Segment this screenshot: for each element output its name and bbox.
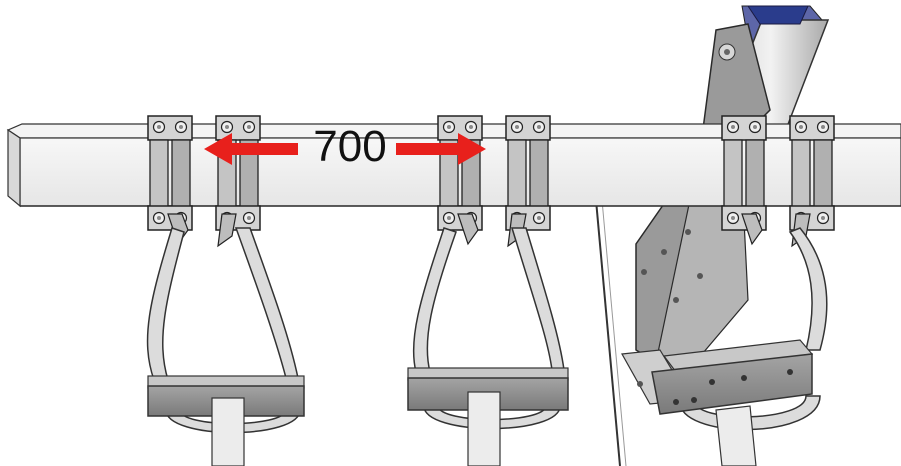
footrest-left — [146, 227, 305, 466]
bracket-group — [147, 115, 835, 248]
dimension-arrow-left — [204, 133, 298, 165]
dimension-arrow-right — [396, 133, 486, 165]
beam-clamp — [147, 115, 193, 246]
beam-clamp — [215, 115, 261, 248]
footrest-right — [651, 227, 828, 466]
frame-rails — [239, 199, 627, 466]
beam-clamp — [505, 115, 551, 248]
beam-clamp — [437, 115, 483, 246]
beam-clamp — [789, 115, 835, 248]
dimension-label: 700 — [313, 122, 387, 171]
beam-clamp — [721, 115, 767, 246]
footrest-middle — [407, 227, 569, 466]
dimension-arrows — [204, 133, 486, 165]
